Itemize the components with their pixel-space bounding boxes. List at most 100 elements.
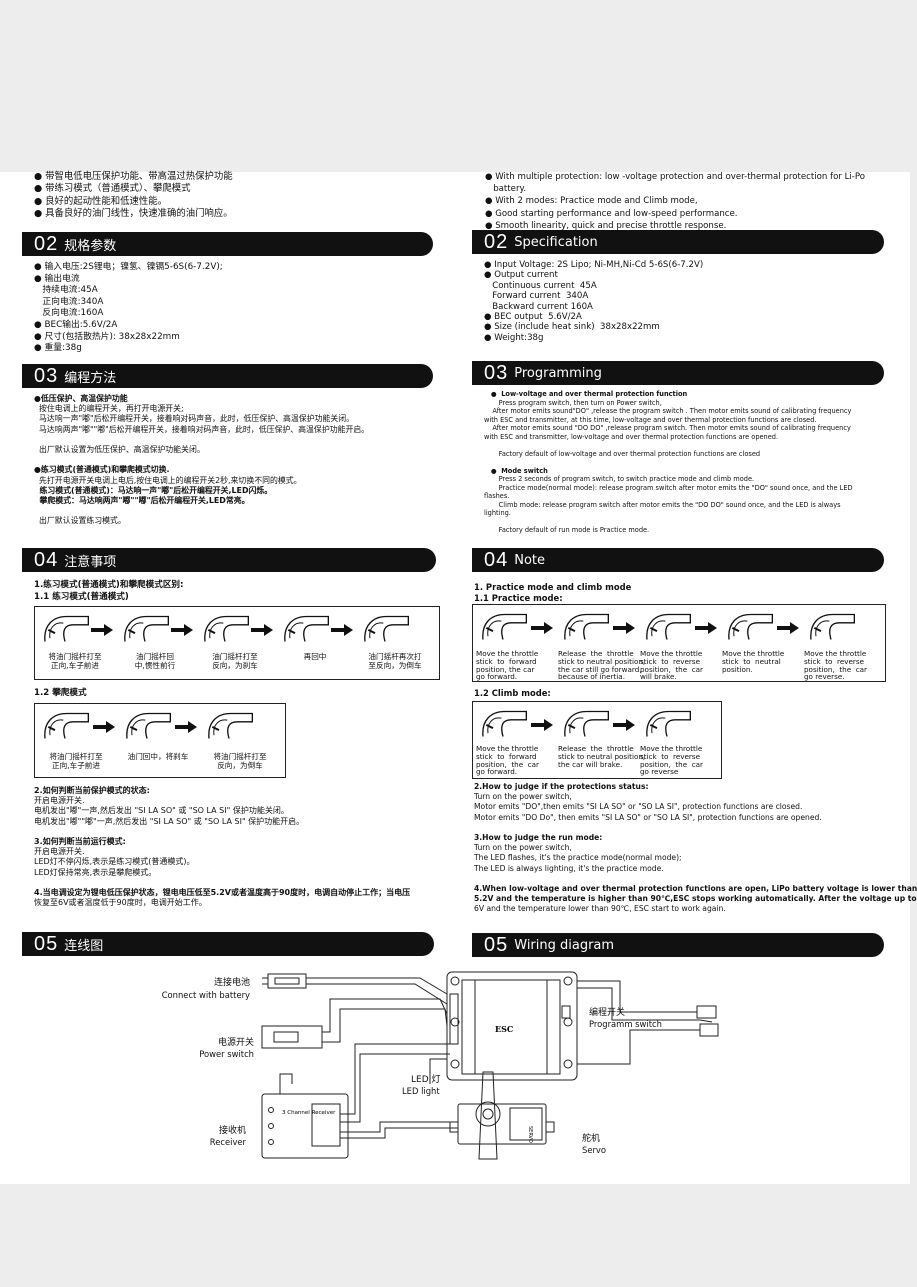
- arrow-right-icon: [531, 622, 553, 634]
- text-line: 2.How to judge if the protections status…: [474, 782, 649, 791]
- text-line: 6V and the temperature lower than 90℃, E…: [474, 904, 726, 914]
- text-line: Backward current 160A: [484, 301, 593, 312]
- text-line: ● 具备良好的油门线性，快速准确的油门响应。: [34, 208, 233, 220]
- flow-step-label: 油门摇杆回 中,惯性前行: [134, 652, 176, 670]
- section-title: Note: [514, 552, 546, 568]
- transmitter-icon: [564, 613, 609, 640]
- climb-flow-en: [472, 701, 722, 779]
- text-line: [474, 874, 917, 884]
- section-03-en-bar: 03 Programming: [472, 361, 884, 385]
- flow-step-label: Move the throttle stick to reverse posit…: [640, 744, 703, 777]
- text-line: 电机发出"嘟""嘟"一声,然后发出 "SI LA SO" 或 "SO LA SI…: [34, 816, 305, 826]
- note-heading-en: 1. Practice mode and climb mode: [474, 582, 632, 592]
- flow-step-label: Release the throttle stick to neutral po…: [558, 649, 646, 682]
- label-receiver-en: Receiver: [209, 1137, 246, 1147]
- text-line: Factory default of low-voltage and over …: [484, 449, 761, 458]
- text-line: 出厂默认设置练习模式。: [34, 516, 126, 526]
- flow-step-label: 再回中: [303, 652, 327, 661]
- text-line: 电机发出"嘟"一声,然后发出 "SI LA SO" 或 "SO LA SI" 保…: [34, 806, 289, 816]
- arrow-right-icon: [613, 622, 635, 634]
- text-line: Press program switch, then turn on Power…: [484, 398, 662, 407]
- text-line: ● Mode switch: [484, 466, 548, 475]
- text-line: ● 良好的起动性能和低速性能。: [34, 195, 168, 207]
- note-heading-cn: 1.练习模式(普通模式)和攀爬模式区别:: [34, 580, 184, 590]
- text-line: After motor emits sound"DO" ,release the…: [484, 407, 852, 415]
- arrow-right-icon: [93, 721, 115, 733]
- notes-en: 2.How to judge if the protections status…: [474, 782, 917, 915]
- arrow-right-icon: [171, 624, 193, 636]
- spec-en: ● Input Voltage: 2S Lipo; Ni-MH,Ni-Cd 5-…: [484, 260, 703, 343]
- flow-step-label: Move the throttle stick to reverse posit…: [804, 649, 867, 682]
- text-line: [34, 435, 369, 445]
- text-line: ● Output current: [484, 270, 558, 281]
- section-number: 03: [34, 364, 59, 387]
- climb-flow-cn: [34, 703, 286, 778]
- section-title: Specification: [514, 234, 598, 250]
- text-line: 3.如何判断当前运行模式:: [34, 837, 126, 847]
- practice-flow-en: [472, 604, 886, 682]
- text-line: ● 输入电压:2S锂电；镍氢、镍镉5-6S(6-7.2V);: [34, 262, 223, 272]
- text-line: 持续电流:45A: [34, 285, 98, 296]
- text-line: lighting.: [484, 509, 511, 517]
- text-line: Motor emits "DO",then emits "SI LA SO" o…: [474, 802, 803, 812]
- arrow-right-icon: [331, 624, 353, 636]
- receiver-label: 3 Channel Receiver: [282, 1110, 336, 1116]
- text-line: Climb mode: release program switch after…: [484, 500, 841, 509]
- text-line: 恢复至6V或者温度低于90度时，电调开始工作。: [34, 898, 207, 908]
- text-line: [484, 441, 853, 450]
- text-line: 5.2V and the temperature is higher than …: [474, 894, 917, 904]
- section-05-cn-bar: 05 连线图: [22, 932, 434, 956]
- text-line: [474, 823, 917, 833]
- text-line: ● 尺寸(包括散热片): 38x28x22mm: [34, 331, 180, 342]
- note-sub-text: 1.1 练习模式(普通模式): [34, 592, 129, 602]
- text-line: 反向电流:160A: [34, 308, 104, 319]
- text-line: 出厂默认设置为低压保护、高温保护功能关闭。: [34, 445, 205, 455]
- label-battery-en: Connect with battery: [161, 990, 250, 1000]
- esc-screw-icon: [450, 1059, 460, 1069]
- features-cn: ● 带智电低电压保护功能、带高温过热保护功能● 带练习模式（普通模式）、攀爬模式…: [34, 171, 233, 221]
- spec-cn: ● 输入电压:2S锂电；镍氢、镍镉5-6S(6-7.2V);● 输出电流 持续电…: [34, 262, 223, 355]
- transmitter-icon: [124, 615, 169, 642]
- text-line: flashes.: [484, 492, 510, 500]
- label-prog-en: Programm switch: [589, 1019, 662, 1029]
- text-line: 先打开电源开关电调上电后,按住电调上的编程开关2秒,来切换不同的模式。: [34, 475, 302, 485]
- flow-step-label: 油门摇杆打至 反向，为刹车: [212, 652, 258, 670]
- manual-sheet: ● 带智电低电压保护功能、带高温过热保护功能● 带练习模式（普通模式）、攀爬模式…: [0, 171, 917, 1184]
- esc-label: ESC: [495, 1024, 513, 1034]
- power-switch: [261, 1025, 323, 1049]
- text-line: 开启电源开关.: [34, 796, 85, 806]
- text-line: 马达响一声"嘟"后松开编程开关，接着响对码声音，此时，低压保护、高温保护功能关闭…: [34, 414, 355, 424]
- text-line: [34, 455, 369, 465]
- text-line: ● 重量:38g: [34, 343, 82, 354]
- transmitter-icon: [44, 712, 89, 739]
- label-led-cn: LED 灯: [411, 1075, 441, 1085]
- transmitter-icon: [364, 615, 409, 642]
- transmitter-icon: [44, 615, 89, 642]
- text-line: ● With 2 modes: Practice mode and Climb …: [485, 196, 698, 207]
- text-line: 攀爬模式：马达响两声"嘟""嘟"后松开编程开关,LED常亮。: [34, 496, 250, 506]
- transmitter-icon: [284, 615, 329, 642]
- text-line: ● With multiple protection: low -voltage…: [485, 172, 866, 182]
- battery-connector: [267, 973, 307, 989]
- program-switch-connector: [696, 1005, 717, 1019]
- text-line: battery.: [485, 184, 527, 195]
- arrow-right-icon: [251, 624, 273, 636]
- arrow-right-icon: [531, 719, 553, 731]
- flow-step-label: 油门回中，将刹车: [127, 752, 189, 761]
- transmitter-icon: [646, 613, 691, 640]
- text-line: 开启电源开关.: [34, 847, 85, 857]
- text-line: 练习模式(普通模式)：马达响一声"嘟"后松开编程开关,LED闪烁。: [34, 485, 273, 495]
- wiring-diagram: ESC 3 Channel Receiver SERVO: [261, 971, 719, 1160]
- flow-step-label: Release the throttle stick to neutral po…: [558, 744, 646, 769]
- section-title: 规格参数: [64, 238, 117, 254]
- climb-subheading-cn: 1.2 攀爬模式: [34, 688, 87, 698]
- arrow-right-icon: [175, 721, 197, 733]
- esc-screw-icon: [563, 976, 573, 986]
- text-line: ● Low-voltage and over thermal protectio…: [484, 390, 688, 398]
- label-battery-cn: 连接电池: [213, 978, 250, 988]
- note-subheading-cn: 1.1 练习模式(普通模式): [34, 592, 129, 604]
- section-number: 03: [484, 361, 509, 384]
- label-power-en: Power switch: [199, 1049, 254, 1059]
- label-led-en: LED light: [402, 1086, 440, 1096]
- flow-step-label: Move the throttle stick to forward posit…: [476, 744, 539, 777]
